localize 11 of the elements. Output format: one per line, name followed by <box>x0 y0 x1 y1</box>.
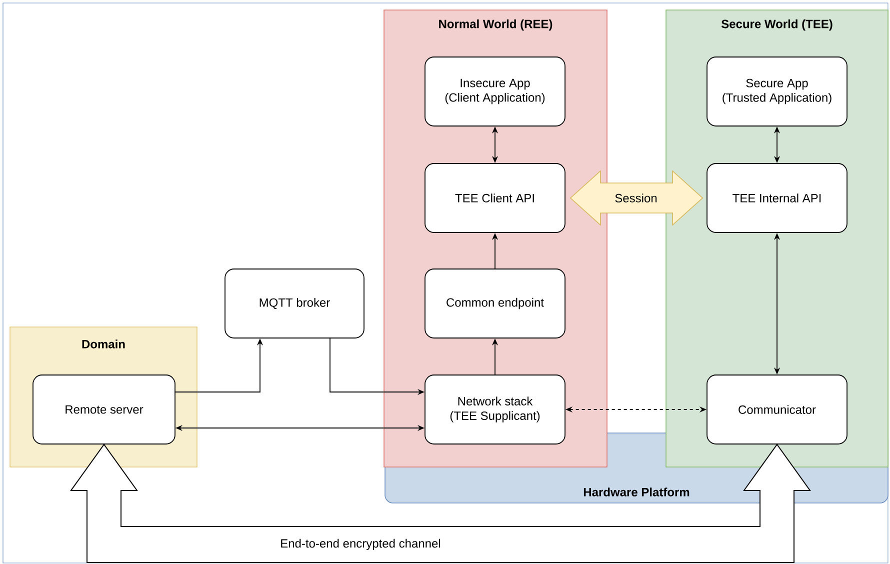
process-box: Secure App (Trusted Application) <box>706 56 848 126</box>
process-box: Network stack (TEE Supplicant) <box>424 374 566 444</box>
process-box: Common endpoint <box>424 268 566 338</box>
process-box: Remote server <box>32 374 176 444</box>
process-box: MQTT broker <box>224 268 364 338</box>
process-box: TEE Internal API <box>706 163 848 233</box>
process-box: TEE Client API <box>424 163 566 233</box>
edge-label: Session <box>613 192 659 204</box>
process-box: Insecure App (Client Application) <box>424 56 566 126</box>
edge-label: End-to-end encrypted channel <box>278 537 442 552</box>
process-box: Communicator <box>706 374 848 444</box>
